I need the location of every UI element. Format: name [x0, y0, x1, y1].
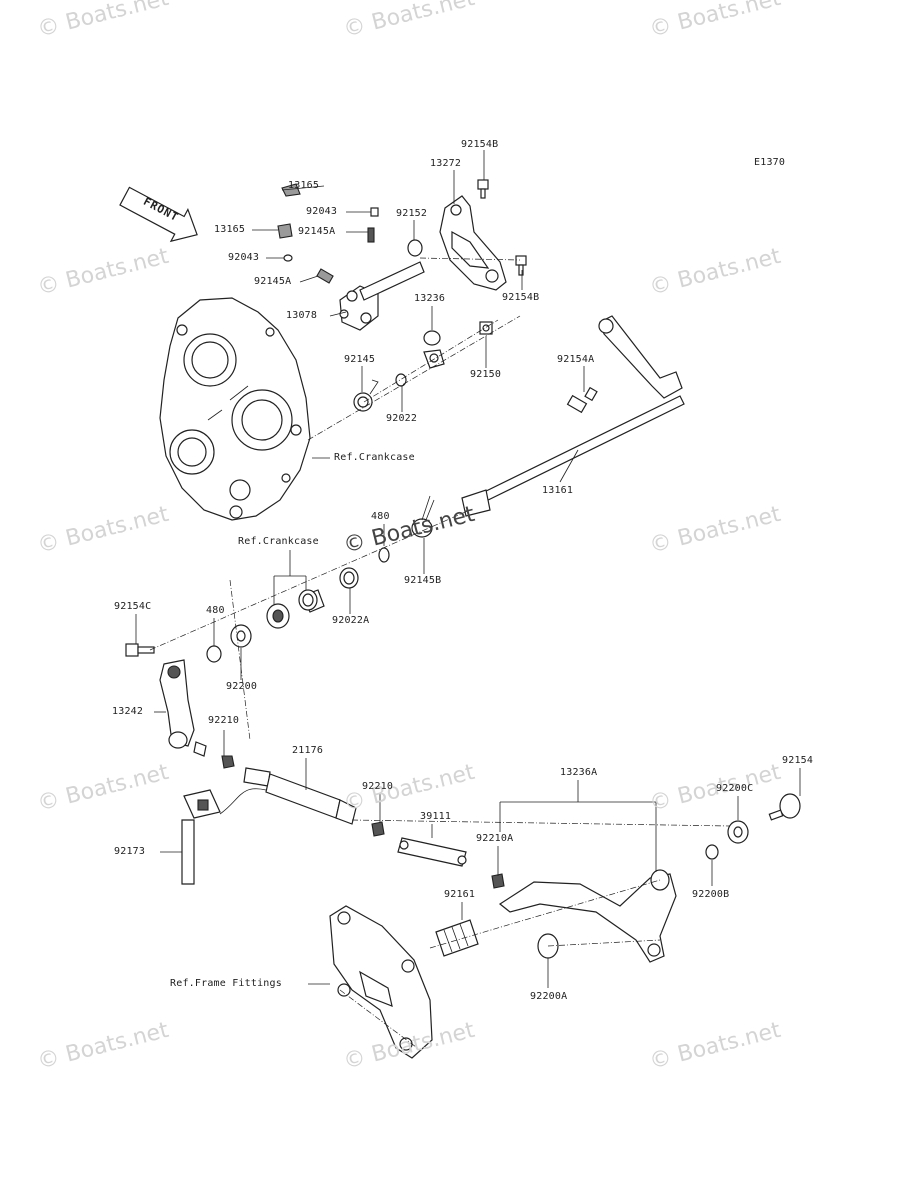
part-label: 13161	[542, 485, 574, 496]
part-label: 21176	[292, 745, 324, 756]
part-label: 92210A	[476, 833, 514, 844]
bolt-92154b-mid	[515, 255, 527, 276]
part-label: Ref.Crankcase	[238, 536, 319, 547]
bolt-92154c	[125, 643, 155, 657]
part-label: 13272	[430, 158, 462, 169]
sensor-21176	[183, 767, 357, 825]
bolt-92154b-top	[477, 179, 489, 199]
part-label: 92200A	[530, 991, 568, 1002]
oil-seal	[266, 603, 290, 629]
plate-13236	[423, 330, 445, 369]
part-label: 92200C	[716, 783, 754, 794]
part-label: 92161	[444, 889, 476, 900]
bolt-92150	[479, 321, 493, 335]
frame-fitting	[329, 905, 433, 1059]
cam-13165-a	[281, 183, 301, 197]
needle-bearing	[298, 589, 325, 613]
crankcase-cover	[159, 297, 311, 521]
part-label: 92154B	[461, 139, 499, 150]
part-label: 92154A	[557, 354, 595, 365]
part-label: 92022A	[332, 615, 370, 626]
part-label: 92154C	[114, 601, 152, 612]
part-label: 92150	[470, 369, 502, 380]
nut-92210a	[491, 873, 505, 889]
part-label: 92154	[782, 755, 814, 766]
part-label: 92145A	[254, 276, 292, 287]
circlip-480-b	[206, 645, 222, 663]
pin-92043-b	[283, 254, 293, 262]
part-label: 13165	[214, 224, 246, 235]
part-label: 92145	[344, 354, 376, 365]
part-label: 92145B	[404, 575, 442, 586]
shift-shaft-13161	[461, 315, 685, 517]
part-label: Ref.Crankcase	[334, 452, 415, 463]
clamp-92173	[181, 819, 195, 885]
nut-13242-end	[193, 741, 207, 757]
spring-92145	[353, 379, 379, 412]
nut-92210-b	[371, 821, 385, 837]
part-label: 92152	[396, 208, 428, 219]
nut-92210-a	[221, 755, 235, 769]
shift-cam-13078	[339, 261, 425, 331]
pin-92043-a	[370, 207, 379, 217]
part-label: Ref.Frame Fittings	[170, 978, 282, 989]
shift-arm-13242	[159, 659, 195, 749]
washer-92200-hole	[236, 630, 246, 642]
washer-92022a-hole	[343, 571, 355, 585]
washer-92200c-hole	[733, 826, 743, 838]
spring-92145a-a	[367, 227, 375, 243]
tie-rod-39111	[397, 837, 467, 867]
part-label: 92145A	[298, 226, 336, 237]
diagram-code: E1370	[754, 157, 786, 168]
spring-92145b	[411, 495, 435, 538]
shift-pedal-13236a	[498, 869, 677, 963]
part-label: 92154B	[502, 292, 540, 303]
part-label: 92210	[362, 781, 394, 792]
part-label: 13078	[286, 310, 318, 321]
bolt-92154a	[566, 386, 598, 414]
part-label: 92043	[306, 206, 338, 217]
part-label: 480	[206, 605, 225, 616]
part-label: 92173	[114, 846, 146, 857]
part-label: 480	[371, 511, 390, 522]
plate-13272	[439, 195, 507, 291]
washer-92200b	[705, 844, 719, 860]
spring-92145a-b	[316, 268, 334, 284]
part-label: 39111	[420, 811, 452, 822]
washer-92022	[395, 373, 407, 387]
pedal-rubber-92161	[435, 919, 479, 957]
part-label: 13236	[414, 293, 446, 304]
bolt-92154	[768, 793, 801, 821]
washer-92152	[407, 239, 423, 257]
part-label: 92200	[226, 681, 258, 692]
front-arrow-icon	[119, 186, 198, 243]
cam-13165-b	[277, 223, 293, 239]
part-label: 13236A	[560, 767, 598, 778]
part-label: 13165	[288, 180, 320, 191]
part-label: 92200B	[692, 889, 730, 900]
part-label: 92022	[386, 413, 418, 424]
part-label: 92210	[208, 715, 240, 726]
part-label: 92043	[228, 252, 260, 263]
part-label: 13242	[112, 706, 144, 717]
